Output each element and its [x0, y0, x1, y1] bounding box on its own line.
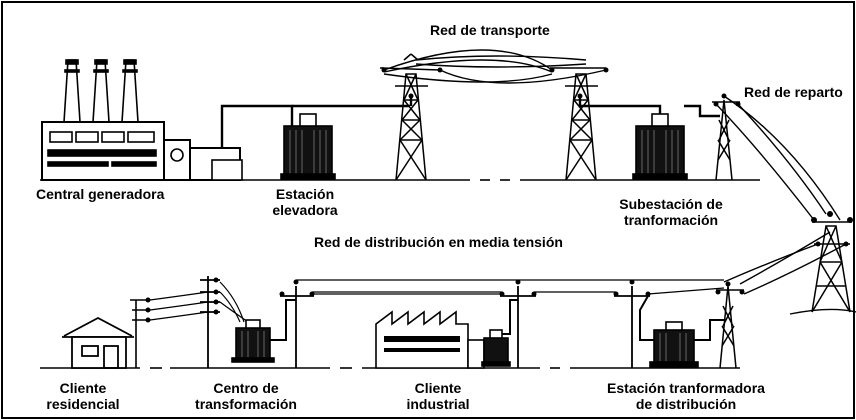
industrial-client-label-line-1: Cliente [414, 380, 462, 396]
mv-insulators [279, 279, 651, 297]
transmission-tower-right-icon [550, 67, 606, 181]
distribution-pole-top-icon [712, 99, 740, 181]
step-up-station-label-line-2: elevadora [272, 202, 338, 218]
substation-transformer-icon [632, 113, 688, 180]
transformer-substation-label: Subestación de tranformación [606, 196, 736, 228]
reparto-to-distribution-lines [723, 231, 847, 295]
industrial-client-label: Cliente industrial [396, 380, 480, 412]
insulators-top [381, 67, 609, 99]
transformer-substation-label-line-1: Subestación de [619, 196, 723, 212]
transformer-substation-label-line-2: tranformación [623, 212, 719, 228]
power-plant-label: Central generadora [36, 186, 165, 202]
center-transformer-icon [231, 319, 275, 363]
transformation-center-label-line-2: transformación [195, 396, 297, 412]
residential-client-label: Cliente residencial [38, 380, 128, 412]
distribution-network-label: Red de reparto [744, 84, 843, 100]
step-up-transformer-icon [280, 113, 336, 180]
residential-client-label-line-2: residencial [46, 396, 120, 412]
industrial-plant-icon [375, 310, 485, 369]
distribution-station-pole-icon [716, 285, 744, 369]
distribution-transformer-station-label-line-1: Estación tranformadora [607, 380, 765, 396]
medium-voltage-network-label: Red de distribución en media tensión [314, 234, 563, 250]
distribution-station-transformer-icon [649, 321, 699, 368]
transformation-center-label-line-1: Centro de [213, 380, 279, 396]
mv-pole-1-icon [280, 286, 314, 368]
mv-lines [296, 279, 725, 295]
low-voltage-lines [149, 291, 209, 321]
transmission-tower-reparto-icon [811, 221, 852, 313]
distribution-transformer-station-label: Estación tranformadora de distribución [588, 380, 784, 412]
power-plant-icon [41, 59, 243, 181]
transmission-tower-left-icon [380, 53, 441, 181]
substation-input-cable [578, 96, 662, 126]
transformation-center-label: Centro de transformación [186, 380, 306, 412]
residential-client-label-line-1: Cliente [59, 380, 107, 396]
mv-pole-3-icon [614, 286, 650, 368]
reparto-lines [715, 95, 841, 221]
industrial-transformer-icon [481, 329, 511, 367]
distribution-transformer-station-label-line-2: de distribución [635, 396, 737, 412]
step-up-station-label-line-1: Estación [275, 186, 335, 202]
transport-network-label: Red de transporte [430, 22, 550, 38]
step-up-station-label: Estación elevadora [270, 186, 340, 218]
industrial-client-label-line-2: industrial [406, 396, 470, 412]
residential-house-icon [62, 316, 134, 369]
transmission-lines [383, 49, 607, 84]
plant-output-cable [220, 104, 294, 148]
